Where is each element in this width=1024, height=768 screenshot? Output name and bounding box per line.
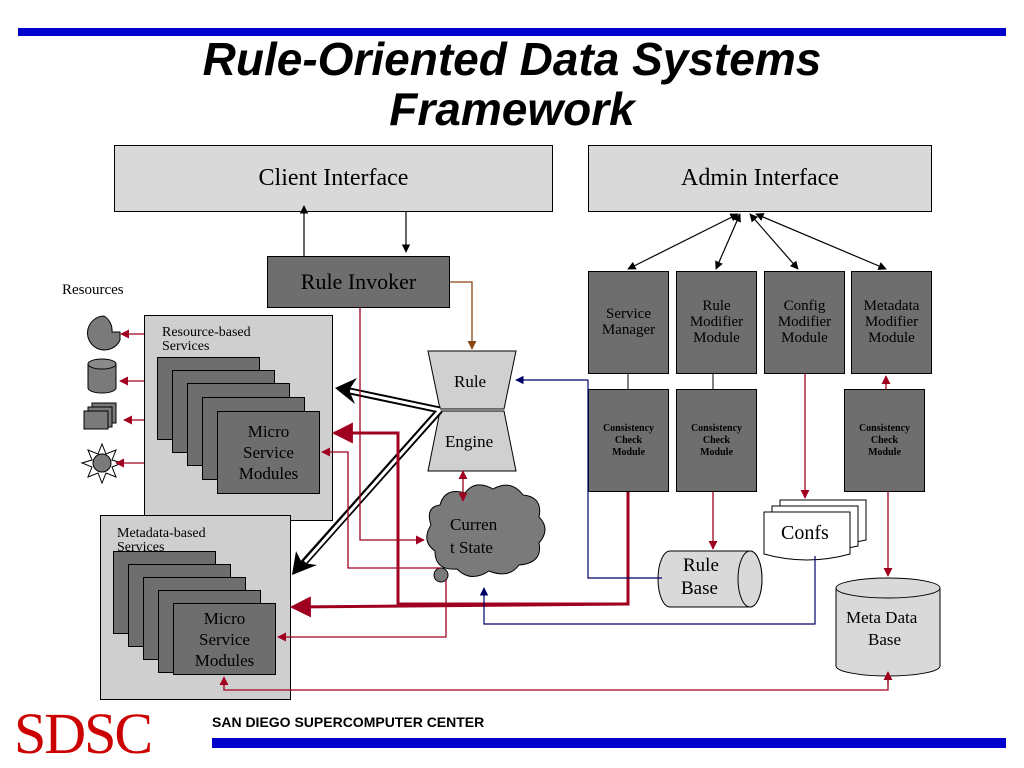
- metadata-modifier-line-3: Module: [868, 330, 915, 346]
- sdsc-logo: SDSC: [14, 701, 153, 766]
- resources-label: Resources: [62, 282, 124, 298]
- rule-engine-top-label: Rule: [454, 372, 487, 391]
- client-interface-label: Client Interface: [258, 165, 409, 191]
- organization-name: SAN DIEGO SUPERCOMPUTER CENTER: [212, 714, 485, 730]
- title-line-1: Rule-Oriented Data Systems: [202, 33, 822, 85]
- confs-label: Confs: [781, 522, 829, 544]
- config-modifier-line-1: Config: [783, 298, 826, 314]
- title-line-2: Framework: [389, 83, 635, 135]
- current-state-line-2: t State: [450, 538, 493, 557]
- rule-invoker-box: Rule Invoker: [267, 256, 450, 308]
- meta-data-base-line-2: Base: [868, 630, 902, 649]
- cc1-line-3: Module: [612, 447, 645, 458]
- cc1-line-2: Check: [614, 435, 643, 446]
- metadata-modifier-line-2: Modifier: [864, 314, 919, 330]
- metadata-modifier-line-1: Metadata: [863, 298, 920, 314]
- cc2-line-3: Module: [700, 447, 733, 458]
- metadata-modifier-module: Metadata Modifier Module: [851, 271, 932, 374]
- resource-services-label-1: Resource-based: [162, 325, 251, 340]
- metadata-micro-service-modules: Micro Service Modules: [173, 603, 276, 675]
- admin-interface-box: Admin Interface: [588, 145, 932, 212]
- top-accent-bar: [18, 28, 1006, 36]
- resource-tape-icon: [83, 402, 117, 430]
- client-interface-box: Client Interface: [114, 145, 553, 212]
- admin-interface-label: Admin Interface: [681, 165, 839, 191]
- resource-disk-icon: [87, 315, 121, 351]
- consistency-check-module-2: Consistency Check Module: [676, 389, 757, 492]
- page-title: Rule-Oriented Data Systems Framework: [0, 34, 1024, 134]
- service-manager-line-2: Manager: [601, 322, 656, 338]
- cc1-line-1: Consistency: [602, 423, 655, 434]
- rule-engine-shape: [427, 350, 517, 472]
- cc3-line-3: Module: [868, 447, 901, 458]
- resource-services-label-2: Services: [162, 339, 210, 354]
- consistency-check-module-3: Consistency Check Module: [844, 389, 925, 492]
- meta-data-base-line-1: Meta Data: [846, 608, 918, 627]
- service-manager-line-1: Service: [606, 306, 651, 322]
- bottom-accent-bar: [212, 738, 1006, 748]
- config-modifier-module: Config Modifier Module: [764, 271, 845, 374]
- rule-modifier-line-3: Module: [693, 330, 740, 346]
- service-manager-module: Service Manager: [588, 271, 669, 374]
- metadata-micro-line-3: Modules: [194, 650, 255, 670]
- resource-database-icon: [87, 358, 117, 394]
- config-modifier-line-2: Modifier: [777, 314, 832, 330]
- consistency-check-module-1: Consistency Check Module: [588, 389, 669, 492]
- resource-micro-line-1: Micro: [247, 422, 290, 441]
- rule-modifier-line-1: Rule: [702, 298, 731, 314]
- current-state-line-1: Curren: [450, 515, 498, 534]
- cc3-line-1: Consistency: [858, 423, 911, 434]
- resource-micro-service-modules: Micro Service Modules: [217, 411, 320, 494]
- metadata-micro-line-1: Micro: [203, 608, 246, 628]
- rule-base-line-1: Rule: [683, 555, 719, 576]
- metadata-services-label-1: Metadata-based: [117, 526, 206, 541]
- cc2-line-1: Consistency: [690, 423, 743, 434]
- resource-micro-line-3: Modules: [238, 464, 299, 483]
- metadata-micro-line-2: Service: [199, 629, 250, 649]
- rule-engine-bottom-label: Engine: [445, 432, 494, 451]
- rule-modifier-line-2: Modifier: [689, 314, 744, 330]
- resource-sun-icon: [80, 442, 124, 485]
- cc2-line-2: Check: [702, 435, 731, 446]
- rule-base-line-2: Base: [681, 578, 718, 599]
- resource-micro-line-2: Service: [243, 443, 294, 462]
- cc3-line-2: Check: [870, 435, 899, 446]
- config-modifier-line-3: Module: [781, 330, 828, 346]
- rule-modifier-module: Rule Modifier Module: [676, 271, 757, 374]
- rule-invoker-label: Rule Invoker: [300, 269, 417, 294]
